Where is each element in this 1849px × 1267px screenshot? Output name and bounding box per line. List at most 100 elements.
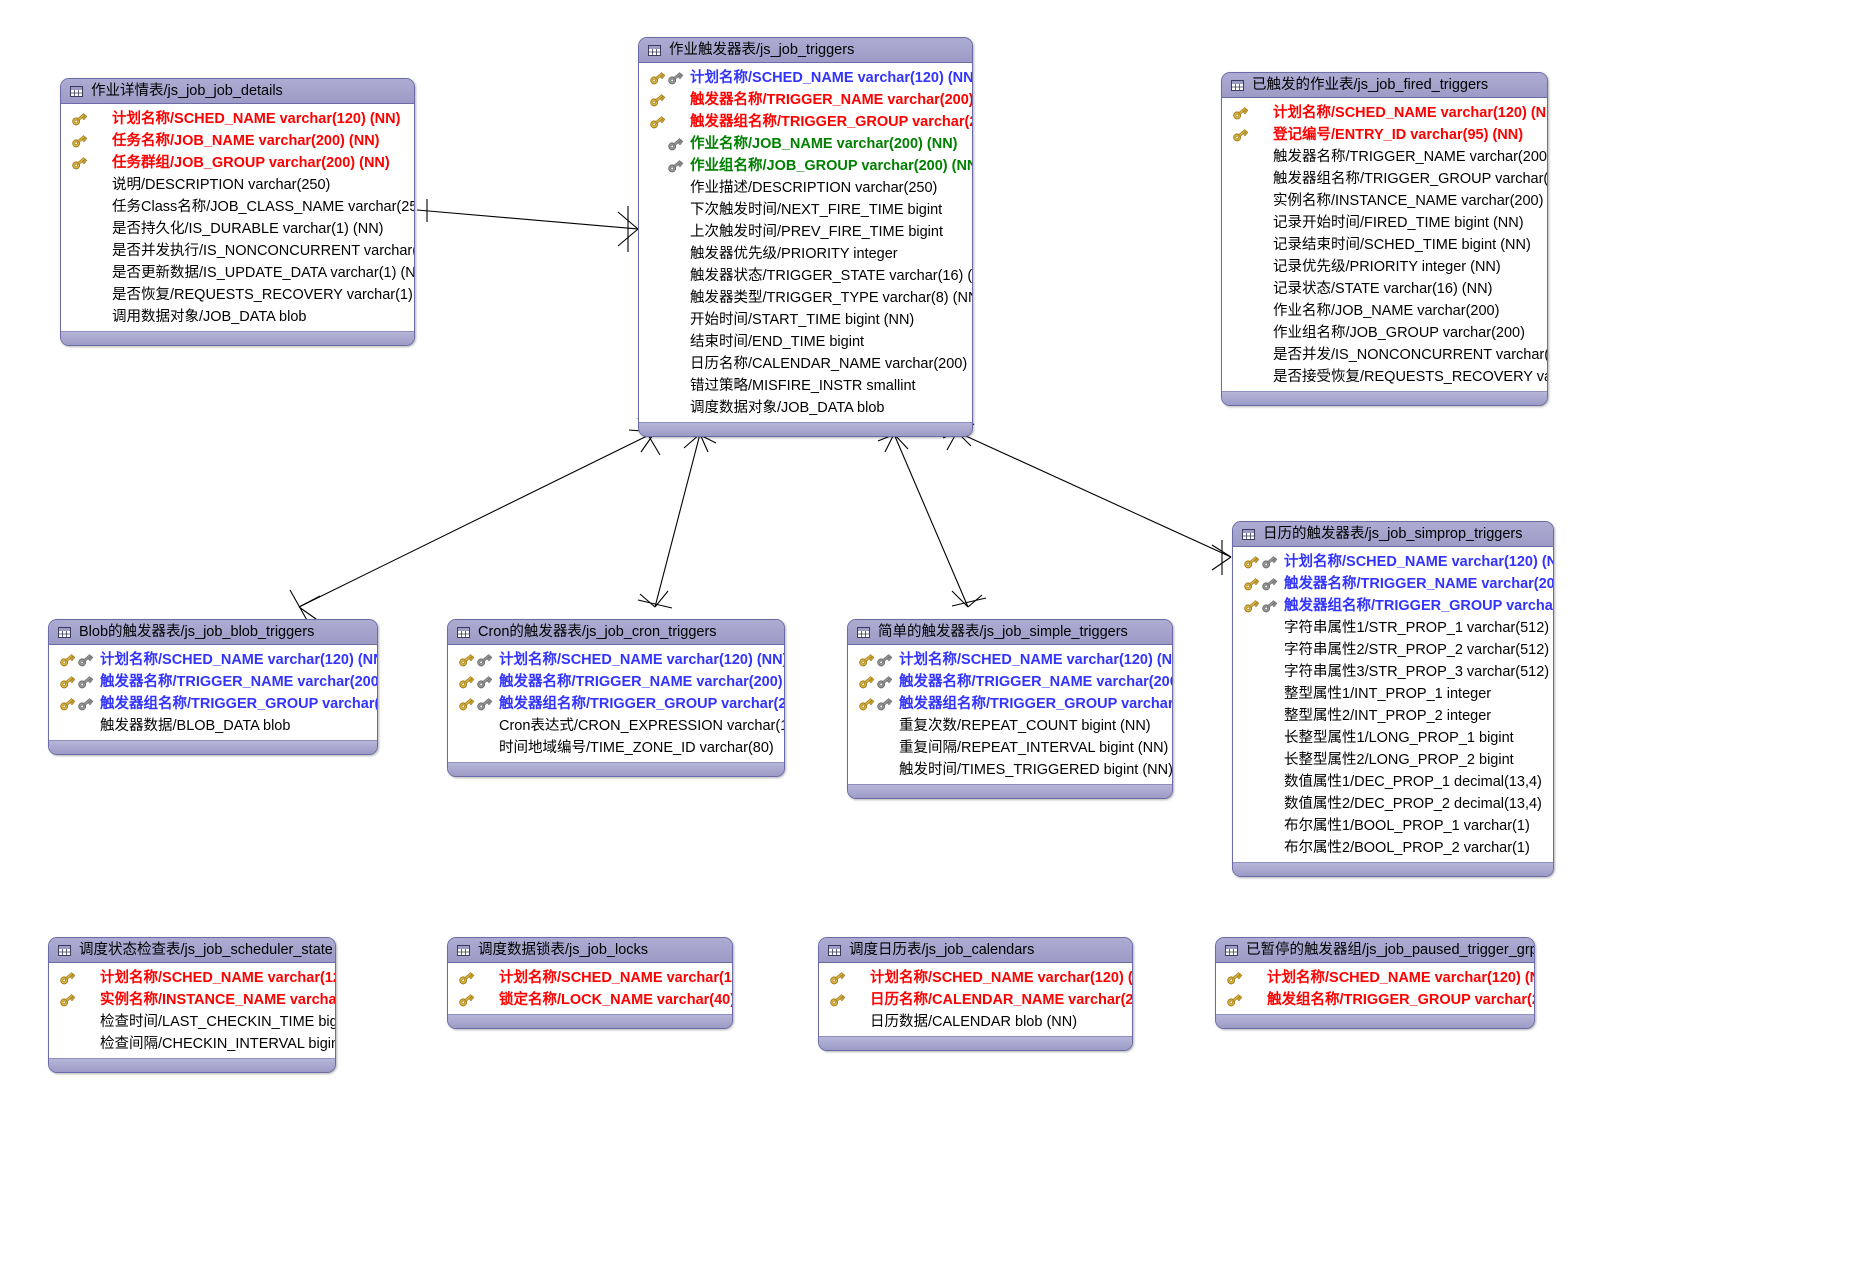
attribute-row[interactable]: 作业名称/JOB_NAME varchar(200) — [1222, 300, 1547, 322]
attribute-row[interactable]: 触发时间/TIMES_TRIGGERED bigint (NN) — [848, 759, 1172, 781]
attribute-row[interactable]: 触发器名称/TRIGGER_NAME varchar(200) (NN) — [639, 89, 972, 111]
attribute-row[interactable]: 触发器优先级/PRIORITY integer — [639, 243, 972, 265]
entity-blob_triggers[interactable]: Blob的触发器表/js_job_blob_triggers 计划名称/SCHED… — [48, 619, 378, 755]
entity-header-paused_trigger_grps[interactable]: 已暂停的触发器组/js_job_paused_trigger_grps — [1216, 938, 1534, 963]
attribute-row[interactable]: 计划名称/SCHED_NAME varchar(120) (NN) — [61, 108, 414, 130]
attribute-row[interactable]: 重复次数/REPEAT_COUNT bigint (NN) — [848, 715, 1172, 737]
attribute-row[interactable]: 触发器组名称/TRIGGER_GROUP varchar(200) (NN) — [49, 693, 377, 715]
attribute-row[interactable]: 触发器组名称/TRIGGER_GROUP varchar(200) (NN) — [1222, 168, 1547, 190]
entity-simple_triggers[interactable]: 简单的触发器表/js_job_simple_triggers 计划名称/SCHED… — [847, 619, 1173, 799]
attribute-row[interactable]: 触发器名称/TRIGGER_NAME varchar(200) (NN) — [448, 671, 784, 693]
attribute-row[interactable]: 上次触发时间/PREV_FIRE_TIME bigint — [639, 221, 972, 243]
attribute-row[interactable]: 开始时间/START_TIME bigint (NN) — [639, 309, 972, 331]
attribute-row[interactable]: 调度数据对象/JOB_DATA blob — [639, 397, 972, 419]
attribute-row[interactable]: 计划名称/SCHED_NAME varchar(120) (NN) — [448, 967, 732, 989]
attribute-row[interactable]: 记录优先级/PRIORITY integer (NN) — [1222, 256, 1547, 278]
attribute-row[interactable]: 任务名称/JOB_NAME varchar(200) (NN) — [61, 130, 414, 152]
attribute-row[interactable]: 触发器数据/BLOB_DATA blob — [49, 715, 377, 737]
attribute-row[interactable]: 数值属性1/DEC_PROP_1 decimal(13,4) — [1233, 771, 1553, 793]
entity-paused_trigger_grps[interactable]: 已暂停的触发器组/js_job_paused_trigger_grps 计划名称/… — [1215, 937, 1535, 1029]
entity-header-locks[interactable]: 调度数据锁表/js_job_locks — [448, 938, 732, 963]
entity-fired_triggers[interactable]: 已触发的作业表/js_job_fired_triggers 计划名称/SCHED_… — [1221, 72, 1548, 406]
attribute-row[interactable]: 时间地域编号/TIME_ZONE_ID varchar(80) — [448, 737, 784, 759]
entity-scheduler_state[interactable]: 调度状态检查表/js_job_scheduler_state 计划名称/SCHED… — [48, 937, 336, 1073]
attribute-row[interactable]: 作业组名称/JOB_GROUP varchar(200) (NN) — [639, 155, 972, 177]
attribute-row[interactable]: 触发器组名称/TRIGGER_GROUP varchar(200) (NN) — [639, 111, 972, 133]
attribute-row[interactable]: 说明/DESCRIPTION varchar(250) — [61, 174, 414, 196]
attribute-row[interactable]: 计划名称/SCHED_NAME varchar(120) (NN) — [819, 967, 1132, 989]
attribute-row[interactable]: 布尔属性1/BOOL_PROP_1 varchar(1) — [1233, 815, 1553, 837]
attribute-row[interactable]: 计划名称/SCHED_NAME varchar(120) (NN) — [848, 649, 1172, 671]
attribute-row[interactable]: 数值属性2/DEC_PROP_2 decimal(13,4) — [1233, 793, 1553, 815]
attribute-row[interactable]: 结束时间/END_TIME bigint — [639, 331, 972, 353]
attribute-row[interactable]: 日历名称/CALENDAR_NAME varchar(200) (NN) — [819, 989, 1132, 1011]
attribute-row[interactable]: 计划名称/SCHED_NAME varchar(120) (NN) — [1233, 551, 1553, 573]
entity-cron_triggers[interactable]: Cron的触发器表/js_job_cron_triggers 计划名称/SCHED… — [447, 619, 785, 777]
attribute-row[interactable]: 字符串属性1/STR_PROP_1 varchar(512) — [1233, 617, 1553, 639]
attribute-row[interactable]: 触发器组名称/TRIGGER_GROUP varchar(200) (NN) — [848, 693, 1172, 715]
entity-job_details[interactable]: 作业详情表/js_job_job_details 计划名称/SCHED_NAME … — [60, 78, 415, 346]
attribute-row[interactable]: 布尔属性2/BOOL_PROP_2 varchar(1) — [1233, 837, 1553, 859]
attribute-row[interactable]: 触发器名称/TRIGGER_NAME varchar(200) (NN) — [848, 671, 1172, 693]
attribute-row[interactable]: 下次触发时间/NEXT_FIRE_TIME bigint — [639, 199, 972, 221]
entity-header-calendars[interactable]: 调度日历表/js_job_calendars — [819, 938, 1132, 963]
attribute-row[interactable]: 是否并发执行/IS_NONCONCURRENT varchar(1) (NN) — [61, 240, 414, 262]
attribute-row[interactable]: 记录开始时间/FIRED_TIME bigint (NN) — [1222, 212, 1547, 234]
attribute-row[interactable]: 是否接受恢复/REQUESTS_RECOVERY varchar(1) — [1222, 366, 1547, 388]
attribute-row[interactable]: 记录状态/STATE varchar(16) (NN) — [1222, 278, 1547, 300]
entity-calendars[interactable]: 调度日历表/js_job_calendars 计划名称/SCHED_NAME va… — [818, 937, 1133, 1051]
attribute-row[interactable]: 错过策略/MISFIRE_INSTR smallint — [639, 375, 972, 397]
attribute-row[interactable]: 长整型属性2/LONG_PROP_2 bigint — [1233, 749, 1553, 771]
attribute-row[interactable]: 触发器名称/TRIGGER_NAME varchar(200) (NN) — [49, 671, 377, 693]
attribute-row[interactable]: 登记编号/ENTRY_ID varchar(95) (NN) — [1222, 124, 1547, 146]
attribute-row[interactable]: 触发器名称/TRIGGER_NAME varchar(200) (NN) — [1233, 573, 1553, 595]
entity-header-scheduler_state[interactable]: 调度状态检查表/js_job_scheduler_state — [49, 938, 335, 963]
attribute-row[interactable]: 作业描述/DESCRIPTION varchar(250) — [639, 177, 972, 199]
attribute-row[interactable]: 是否更新数据/IS_UPDATE_DATA varchar(1) (NN) — [61, 262, 414, 284]
entity-locks[interactable]: 调度数据锁表/js_job_locks 计划名称/SCHED_NAME varch… — [447, 937, 733, 1029]
attribute-row[interactable]: 实例名称/INSTANCE_NAME varchar(200) (NN) — [49, 989, 335, 1011]
attribute-row[interactable]: 计划名称/SCHED_NAME varchar(120) (NN) — [639, 67, 972, 89]
entity-header-job_details[interactable]: 作业详情表/js_job_job_details — [61, 79, 414, 104]
attribute-row[interactable]: 日历名称/CALENDAR_NAME varchar(200) — [639, 353, 972, 375]
entity-header-simple_triggers[interactable]: 简单的触发器表/js_job_simple_triggers — [848, 620, 1172, 645]
attribute-row[interactable]: 是否并发/IS_NONCONCURRENT varchar(1) — [1222, 344, 1547, 366]
attribute-row[interactable]: 计划名称/SCHED_NAME varchar(120) (NN) — [448, 649, 784, 671]
attribute-row[interactable]: 整型属性2/INT_PROP_2 integer — [1233, 705, 1553, 727]
attribute-row[interactable]: 触发器组名称/TRIGGER_GROUP varchar(200) (NN) — [448, 693, 784, 715]
entity-simprop_triggers[interactable]: 日历的触发器表/js_job_simprop_triggers 计划名称/SCHE… — [1232, 521, 1554, 877]
attribute-row[interactable]: 触发器名称/TRIGGER_NAME varchar(200) (NN) — [1222, 146, 1547, 168]
attribute-row[interactable]: 触发组名称/TRIGGER_GROUP varchar(200) (NN) — [1216, 989, 1534, 1011]
attribute-row[interactable]: 触发器组名称/TRIGGER_GROUP varchar(200) (NN) — [1233, 595, 1553, 617]
attribute-row[interactable]: 计划名称/SCHED_NAME varchar(120) (NN) — [1222, 102, 1547, 124]
entity-header-cron_triggers[interactable]: Cron的触发器表/js_job_cron_triggers — [448, 620, 784, 645]
attribute-row[interactable]: 触发器状态/TRIGGER_STATE varchar(16) (NN) — [639, 265, 972, 287]
attribute-row[interactable]: 任务Class名称/JOB_CLASS_NAME varchar(250) (N… — [61, 196, 414, 218]
attribute-row[interactable]: 是否恢复/REQUESTS_RECOVERY varchar(1) (NN) — [61, 284, 414, 306]
attribute-row[interactable]: 计划名称/SCHED_NAME varchar(120) (NN) — [1216, 967, 1534, 989]
attribute-row[interactable]: 重复间隔/REPEAT_INTERVAL bigint (NN) — [848, 737, 1172, 759]
attribute-row[interactable]: 计划名称/SCHED_NAME varchar(120) (NN) — [49, 649, 377, 671]
entity-header-simprop_triggers[interactable]: 日历的触发器表/js_job_simprop_triggers — [1233, 522, 1553, 547]
entity-header-fired_triggers[interactable]: 已触发的作业表/js_job_fired_triggers — [1222, 73, 1547, 98]
attribute-row[interactable]: 作业组名称/JOB_GROUP varchar(200) — [1222, 322, 1547, 344]
attribute-row[interactable]: 调用数据对象/JOB_DATA blob — [61, 306, 414, 328]
attribute-row[interactable]: 记录结束时间/SCHED_TIME bigint (NN) — [1222, 234, 1547, 256]
attribute-row[interactable]: Cron表达式/CRON_EXPRESSION varchar(120) (NN… — [448, 715, 784, 737]
attribute-row[interactable]: 检查间隔/CHECKIN_INTERVAL bigint (NN) — [49, 1033, 335, 1055]
attribute-row[interactable]: 检查时间/LAST_CHECKIN_TIME bigint (NN) — [49, 1011, 335, 1033]
entity-header-blob_triggers[interactable]: Blob的触发器表/js_job_blob_triggers — [49, 620, 377, 645]
entity-header-triggers[interactable]: 作业触发器表/js_job_triggers — [639, 38, 972, 63]
attribute-row[interactable]: 任务群组/JOB_GROUP varchar(200) (NN) — [61, 152, 414, 174]
attribute-row[interactable]: 日历数据/CALENDAR blob (NN) — [819, 1011, 1132, 1033]
attribute-row[interactable]: 长整型属性1/LONG_PROP_1 bigint — [1233, 727, 1553, 749]
attribute-row[interactable]: 作业名称/JOB_NAME varchar(200) (NN) — [639, 133, 972, 155]
attribute-row[interactable]: 计划名称/SCHED_NAME varchar(120) (NN) — [49, 967, 335, 989]
attribute-row[interactable]: 触发器类型/TRIGGER_TYPE varchar(8) (NN) — [639, 287, 972, 309]
attribute-row[interactable]: 实例名称/INSTANCE_NAME varchar(200) (NN) — [1222, 190, 1547, 212]
attribute-row[interactable]: 是否持久化/IS_DURABLE varchar(1) (NN) — [61, 218, 414, 240]
attribute-row[interactable]: 锁定名称/LOCK_NAME varchar(40) (NN) — [448, 989, 732, 1011]
entity-triggers[interactable]: 作业触发器表/js_job_triggers 计划名称/SCHED_NAME va… — [638, 37, 973, 437]
attribute-row[interactable]: 字符串属性3/STR_PROP_3 varchar(512) — [1233, 661, 1553, 683]
attribute-row[interactable]: 整型属性1/INT_PROP_1 integer — [1233, 683, 1553, 705]
